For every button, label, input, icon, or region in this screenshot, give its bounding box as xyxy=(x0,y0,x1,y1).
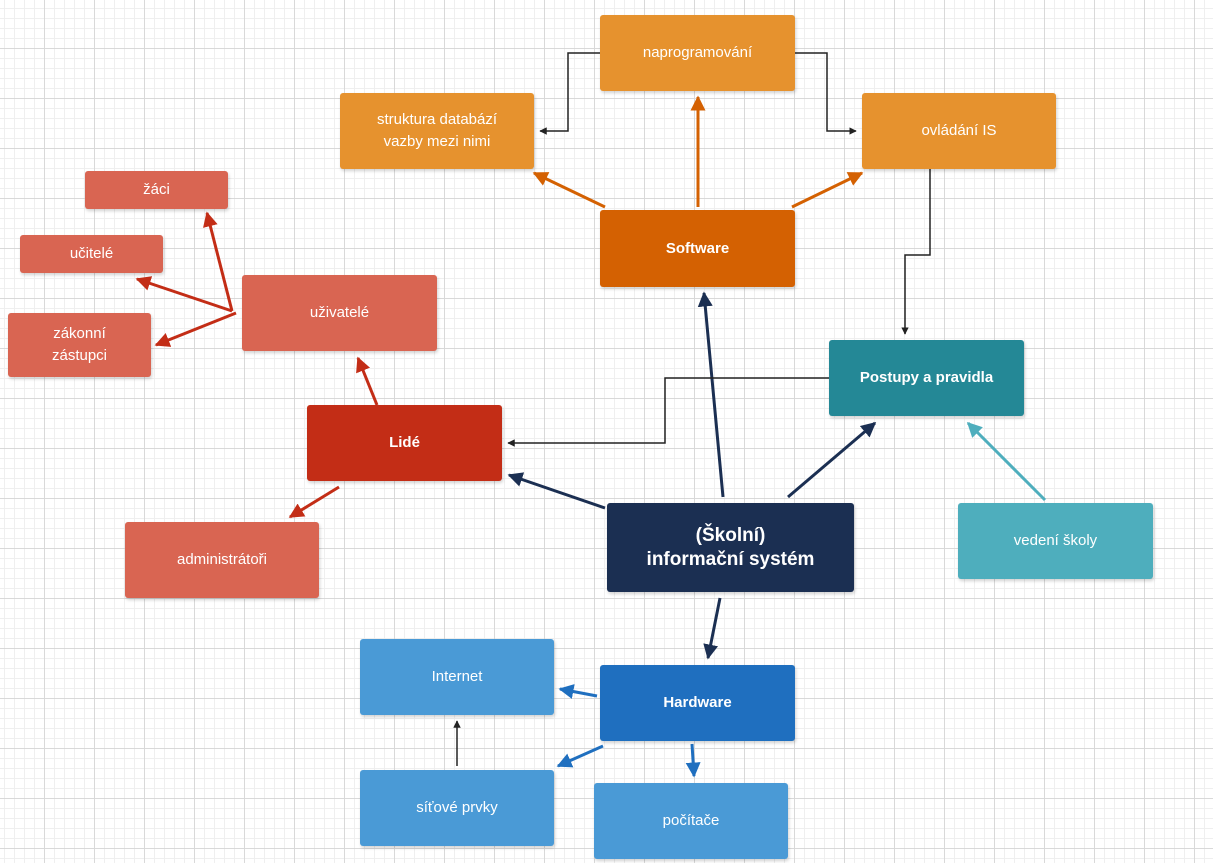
node-pocitace[interactable]: počítače xyxy=(594,783,788,859)
arrow-ovladani-postupy xyxy=(901,169,931,335)
node-label: Lidé xyxy=(389,434,420,451)
node-lide[interactable]: Lidé xyxy=(307,405,502,481)
node-informacni-system[interactable]: (Školní) informační systém xyxy=(607,503,854,592)
node-label: Postupy a pravidla xyxy=(859,369,994,386)
node-label: naprogramování xyxy=(642,44,753,61)
node-zakonni-zastupci[interactable]: zákonní zástupci xyxy=(8,313,151,377)
node-label: učitelé xyxy=(69,245,114,262)
arrow-software-struktura xyxy=(532,171,606,209)
arrow-software-ovladani xyxy=(791,171,864,209)
node-administratori[interactable]: administrátoři xyxy=(125,522,319,598)
node-label: počítače xyxy=(662,812,720,829)
arrow-naprog-struktura xyxy=(539,52,600,135)
node-naprogramovani[interactable]: naprogramování xyxy=(600,15,795,91)
node-ovladani-is[interactable]: ovládání IS xyxy=(862,93,1056,169)
node-struktura-databazi[interactable]: struktura databází vazby mezi nimi xyxy=(340,93,534,169)
node-hardware[interactable]: Hardware xyxy=(600,665,795,741)
node-label: vedení školy xyxy=(1013,532,1098,549)
node-sitove-prvky[interactable]: síťové prvky xyxy=(360,770,554,846)
node-label: Hardware xyxy=(663,694,732,711)
arrow-center-hardware xyxy=(703,597,722,660)
node-internet[interactable]: Internet xyxy=(360,639,554,715)
arrow-hardware-pocitace xyxy=(685,743,701,778)
arrow-uzivatele-zaci xyxy=(203,211,234,312)
node-label: Software xyxy=(665,239,730,257)
arrow-hardware-sitove xyxy=(556,744,604,768)
arrow-center-lide xyxy=(507,472,606,510)
arrow-uzivatele-ucitele xyxy=(135,276,233,313)
arrow-center-postupy xyxy=(787,421,877,499)
arrow-center-software xyxy=(697,291,725,498)
node-ucitele[interactable]: učitelé xyxy=(20,235,163,273)
node-label: ovládání IS xyxy=(921,122,997,139)
node-label: administrátoři xyxy=(176,551,268,568)
node-label: síťové prvky xyxy=(416,799,498,816)
node-uzivatele[interactable]: uživatelé xyxy=(242,275,437,351)
node-zaci[interactable]: žáci xyxy=(85,171,228,209)
node-label: žáci xyxy=(143,181,170,198)
node-label: uživatelé xyxy=(309,304,370,321)
node-label: zákonní zástupci xyxy=(51,325,108,364)
node-vedeni-skoly[interactable]: vedení školy xyxy=(958,503,1153,579)
arrow-uzivatele-zakonni xyxy=(154,311,237,347)
arrow-postupy-lide xyxy=(507,377,829,447)
arrow-naprog-ovladani xyxy=(795,52,857,135)
arrow-lide-uzivatele xyxy=(356,356,379,406)
node-label: (Školní) informační systém xyxy=(646,524,815,570)
node-postupy-a-pravidla[interactable]: Postupy a pravidla xyxy=(829,340,1024,416)
arrow-lide-administratori xyxy=(288,485,340,519)
arrow-hardware-internet xyxy=(558,684,598,699)
node-label: struktura databází vazby mezi nimi xyxy=(376,111,498,150)
node-label: Internet xyxy=(431,668,483,685)
node-software[interactable]: Software xyxy=(600,210,795,287)
arrow-vedeni-postupy xyxy=(966,421,1047,502)
